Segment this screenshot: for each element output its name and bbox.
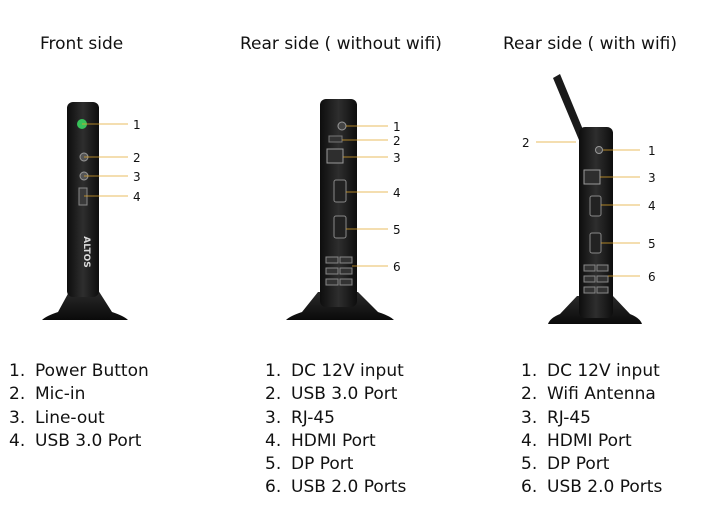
dc-input-icon: [337, 121, 347, 131]
dp-port-icon: [333, 215, 347, 239]
legend-item: 2.Mic-in: [9, 384, 86, 405]
front-callout-3: 3: [133, 170, 141, 184]
device-diagram: ALTOS 1 2 3 4 1 2 3 4 5 6: [42, 74, 656, 324]
rear-callout-4: 4: [393, 186, 401, 200]
wifi-callout-3: 3: [648, 171, 656, 185]
usb2-port-icon: [325, 267, 339, 275]
legend-item: 1.DC 12V input: [521, 361, 660, 381]
legend-item: 5.DP Port: [521, 454, 610, 475]
usb2-port-icon: [339, 278, 353, 286]
wifi-usb2-port-icon: [583, 275, 596, 283]
legend-item: 1.Power Button: [9, 361, 149, 381]
front-device: ALTOS: [42, 102, 128, 320]
rear-callout-3: 3: [393, 151, 401, 165]
wifi-callout-2: 2: [522, 136, 530, 150]
front-usb-port-icon: [78, 187, 88, 206]
rear-callout-1: 1: [393, 120, 401, 134]
rear-with-wifi-title: Rear side ( with wifi): [503, 34, 678, 54]
wifi-callout-6: 6: [648, 270, 656, 284]
usb3-port-icon: [328, 135, 343, 143]
rear-chassis: [320, 99, 357, 307]
legend-item: 2.Wifi Antenna: [521, 384, 656, 405]
legend-item: 3.RJ-45: [521, 407, 591, 428]
wifi-dp-port-icon: [589, 232, 602, 254]
legend-item: 1.DC 12V input: [265, 361, 404, 381]
wifi-dc-input-icon: [595, 146, 603, 154]
legend-item: 5.DP Port: [265, 454, 354, 475]
usb2-port-icon: [325, 278, 339, 286]
rear-callout-2: 2: [393, 134, 401, 148]
wifi-rj45-port-icon: [583, 169, 601, 185]
front-side-title: Front side: [40, 34, 124, 54]
front-legend: 1.Power Button 2.Mic-in 3.Line-out 4.USB…: [9, 360, 149, 453]
brand-logo: ALTOS: [81, 236, 91, 267]
legend-item: 6.USB 2.0 Ports: [265, 477, 407, 498]
legend-item: 4.USB 3.0 Port: [9, 430, 142, 451]
legend-item: 4.HDMI Port: [265, 430, 376, 451]
usb2-port-icon: [339, 267, 353, 275]
rear-wifi-legend: 1.DC 12V input 2.Wifi Antenna 3.RJ-45 4.…: [521, 360, 662, 500]
legend-item: 3.RJ-45: [265, 407, 335, 428]
legend-item: 4.HDMI Port: [521, 430, 632, 451]
wifi-callout-4: 4: [648, 199, 656, 213]
wifi-hdmi-port-icon: [589, 195, 602, 217]
rear-no-wifi-legend: 1.DC 12V input 2.USB 3.0 Port 3.RJ-45 4.…: [265, 360, 406, 500]
front-stand: [42, 290, 128, 320]
rear-device-no-wifi: [286, 99, 394, 320]
hdmi-port-icon: [333, 179, 347, 203]
rear-wifi-callout-lines: [536, 141, 640, 277]
usb2-port-icon: [339, 256, 353, 264]
rear-without-wifi-title: Rear side ( without wifi): [240, 34, 442, 54]
rj45-port-icon: [326, 148, 344, 164]
legend-item: 3.Line-out: [9, 407, 105, 428]
front-callout-1: 1: [133, 118, 141, 132]
legend-item: 6.USB 2.0 Ports: [521, 477, 663, 498]
rear-no-wifi-callout-lines: [342, 125, 388, 267]
usb2-port-icon: [325, 256, 339, 264]
wifi-callout-5: 5: [648, 237, 656, 251]
rear-device-wifi: [548, 74, 642, 324]
legend-item: 2.USB 3.0 Port: [265, 384, 398, 405]
wifi-usb2-port-icon: [596, 275, 609, 283]
wifi-callout-1: 1: [648, 144, 656, 158]
rear-callout-6: 6: [393, 260, 401, 274]
wifi-usb2-port-icon: [596, 286, 609, 294]
wifi-usb2-port-icon: [583, 264, 596, 272]
front-callout-4: 4: [133, 190, 141, 204]
wifi-usb2-port-icon: [583, 286, 596, 294]
wifi-usb2-port-icon: [596, 264, 609, 272]
rear-callout-5: 5: [393, 223, 401, 237]
front-callout-lines: [82, 123, 128, 197]
front-callout-2: 2: [133, 151, 141, 165]
